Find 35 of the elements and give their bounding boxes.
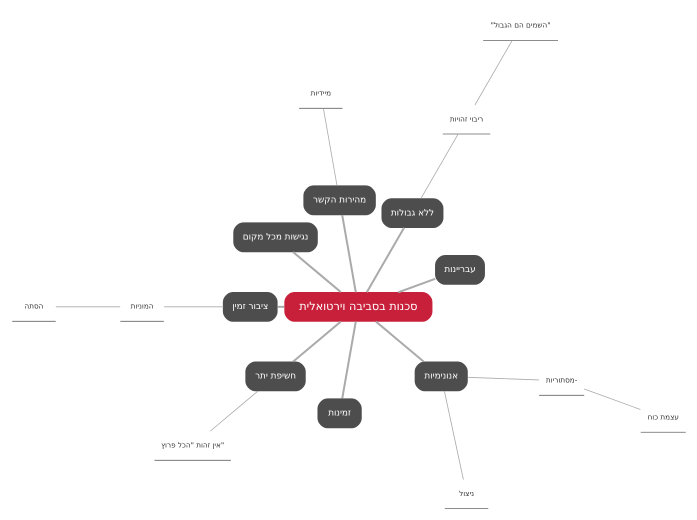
node-text: אין זהות "הכל פרוץ"	[160, 440, 224, 450]
connector	[583, 388, 640, 410]
node-box: חשיפת יתר	[244, 361, 306, 392]
connector	[365, 227, 404, 293]
connector	[420, 134, 458, 199]
connector	[340, 321, 356, 399]
connector	[474, 40, 512, 106]
node-text: המוניות	[130, 302, 154, 311]
connector	[54, 306, 120, 308]
node-box: זמינות	[316, 398, 362, 428]
node-text: עצמת כוח	[647, 412, 678, 422]
node-box: נגישות מכל מקום	[232, 222, 318, 252]
connector	[322, 108, 337, 186]
node-text: הסתה	[24, 302, 43, 311]
node-box: ללא גבולות	[380, 198, 443, 228]
node-text: מסתוריות-	[545, 376, 577, 385]
connector	[443, 390, 464, 480]
connector	[163, 306, 224, 308]
node-box: אנונימיות	[414, 361, 468, 392]
connector	[276, 306, 284, 308]
connector	[292, 251, 341, 293]
node-text: "השמים הם הגבול"	[490, 20, 550, 30]
node-text: מיידיות	[310, 88, 331, 98]
node-text: ניצול	[458, 488, 474, 498]
node-box: ציבור זמין	[222, 292, 278, 322]
connector	[292, 320, 341, 362]
node-box: עבריינות	[434, 254, 484, 285]
connector	[374, 320, 424, 362]
node-box: מהירות הקשר	[302, 185, 376, 216]
connector	[340, 214, 356, 292]
node-text: ריבוי זהויות	[449, 114, 483, 124]
connector	[209, 390, 258, 432]
connector	[397, 278, 436, 294]
node-box: סכנות בסביבה וירטואלית	[284, 292, 432, 322]
connector	[466, 376, 539, 380]
